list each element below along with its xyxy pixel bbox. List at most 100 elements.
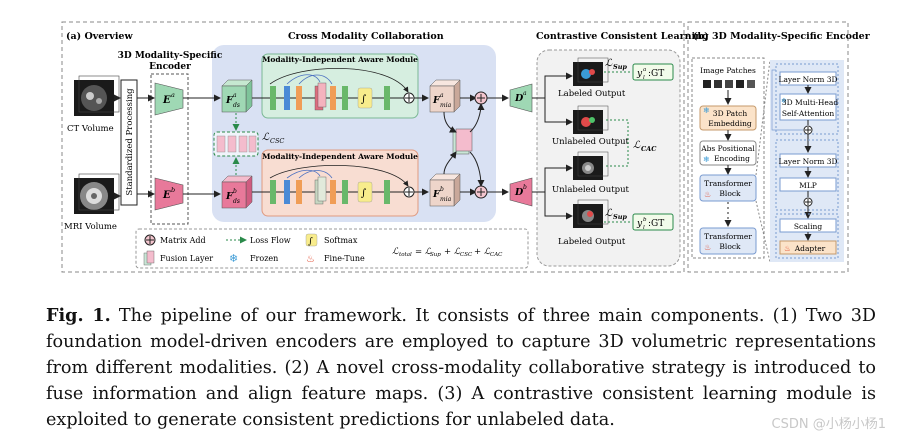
- gt-b-sup: b: [643, 217, 647, 223]
- fa-mia-label: F: [432, 95, 441, 106]
- transformer-1-line1: Transformer: [704, 179, 752, 188]
- snowflake-icon: ❄: [703, 155, 710, 164]
- layer-norm-2-label: Layer Norm 3D: [778, 157, 837, 166]
- l-sup-a-symbol: ℒ: [605, 58, 613, 69]
- l-csc-symbol: ℒ: [262, 132, 270, 143]
- mse-dashed-frame: [150, 73, 189, 225]
- caption-text: The pipeline of our framework. It consis…: [46, 306, 876, 430]
- unlabeled-output-a-image: [573, 105, 609, 134]
- gt-b-box: [632, 213, 674, 231]
- gt-a-sup: a: [643, 67, 646, 73]
- image-patches-label: Image Patches: [700, 66, 756, 75]
- total-loss-formula: ℒ: [392, 247, 399, 257]
- ccl-title: Contrastive Consistent Learning: [536, 31, 709, 42]
- legend-fusion-layer: Fusion Layer: [160, 254, 213, 263]
- total-loss-sub: total: [399, 252, 412, 258]
- unlabeled-output-b-label: Unlabeled Output: [552, 185, 630, 195]
- mri-label: MRI Volume: [64, 222, 117, 232]
- gt-b-sub: l: [643, 225, 645, 231]
- matrix-add-icon: [144, 234, 156, 246]
- total-loss-sup-sub: Sup: [430, 252, 441, 258]
- unlabeled-output-a-label: Unlabeled Output: [552, 137, 630, 147]
- matrix-add-icon: [403, 186, 415, 198]
- caption-label: Fig. 1.: [46, 305, 111, 326]
- l-cac-symbol: ℒ: [633, 140, 641, 151]
- gt-a-suffix: :GT: [648, 69, 664, 79]
- flame-icon: ♨: [704, 190, 711, 199]
- gt-b-y: y: [636, 219, 643, 229]
- fa-ds-sup: a: [233, 92, 237, 99]
- mse-title-2: Encoder: [149, 62, 191, 72]
- mhsa-box: [779, 93, 837, 121]
- patch-embedding-1: 3D Patch: [713, 109, 748, 118]
- fb-mia-sup: b: [440, 186, 444, 193]
- layer-norm-1-label: Layer Norm 3D: [778, 75, 837, 84]
- legend: [135, 228, 529, 269]
- standardized-processing-label: Standardized Processing: [125, 88, 135, 196]
- transformer-2-line2: Block: [719, 242, 741, 251]
- decoder-b: [509, 177, 533, 207]
- fb-mia-sub: mia: [440, 196, 452, 203]
- mia-title-bottom: Modality-Independent Aware Module: [262, 152, 418, 161]
- fa-mia-sup: a: [440, 92, 444, 99]
- svg-text:∫: ∫: [361, 188, 366, 199]
- legend-softmax: Softmax: [324, 236, 358, 245]
- abs-pos-1: Abs Positional: [700, 144, 755, 153]
- ccl-region: [536, 49, 681, 267]
- gt-b-suffix: :GT: [648, 219, 664, 229]
- fb-ds-sub: ds: [233, 198, 240, 205]
- adapter-box: [779, 240, 837, 255]
- encoder-panel-title: (b) 3D Modality-Specific Encoder: [693, 31, 871, 42]
- l-csc-sub: CSC: [270, 137, 284, 145]
- adapter-label: Adapter: [794, 244, 826, 253]
- fb-mia-label: F: [432, 189, 441, 200]
- matrix-add-icon: [403, 92, 415, 104]
- fb-ds-label: F: [225, 191, 234, 202]
- matrix-add-icon: [803, 125, 813, 135]
- decoder-b-label: D: [514, 187, 524, 198]
- labeled-output-b-image: [573, 199, 609, 228]
- transformer-block-2: [699, 227, 757, 255]
- legend-loss-flow: Loss Flow: [250, 236, 291, 245]
- feature-cube-fa-ds: [221, 79, 253, 113]
- labeled-output-b-label: Labeled Output: [558, 237, 626, 247]
- legend-frozen: Frozen: [250, 254, 278, 263]
- image-patches-row: [703, 80, 755, 88]
- standardized-processing-box: [120, 79, 138, 206]
- total-loss-plus2: + ℒ: [474, 247, 491, 257]
- unlabeled-output-b-image: [573, 151, 609, 180]
- decoder-a: [509, 83, 533, 113]
- abs-pos-2: Encoding: [714, 154, 750, 163]
- watermark: CSDN @小杨小杨1: [771, 417, 886, 432]
- encoder-b-label: E: [162, 190, 171, 201]
- scaling-label: Scaling: [794, 222, 822, 231]
- l-sup-a-sub: Sup: [613, 63, 627, 71]
- svg-text:∫: ∫: [308, 237, 313, 247]
- decoder-b-sup: b: [523, 184, 527, 191]
- fa-ds-sub: ds: [233, 102, 240, 109]
- gt-a-box: [632, 63, 674, 81]
- legend-matrix-add: Matrix Add: [160, 236, 206, 245]
- l-sup-b-symbol: ℒ: [605, 208, 613, 219]
- transformer-block-1: [699, 174, 757, 202]
- snowflake-icon: ❄: [781, 97, 787, 105]
- overview-title: (a) Overview: [66, 31, 133, 42]
- labeled-output-a-label: Labeled Output: [558, 89, 626, 99]
- legend-fine-tune: Fine-Tune: [324, 254, 365, 263]
- l-sup-b-sub: Sup: [613, 213, 627, 221]
- softmax-icon: ∫: [305, 233, 318, 247]
- mlp-label: MLP: [799, 181, 817, 190]
- mhsa-2-label: Self-Attention: [782, 109, 835, 118]
- transformer-2-line1: Transformer: [704, 232, 752, 241]
- total-loss-plus1: + ℒ: [444, 247, 461, 257]
- matrix-add-icon: [474, 185, 488, 199]
- total-loss-csc-sub: CSC: [460, 252, 473, 258]
- encoder-a-label: E: [162, 95, 171, 106]
- feature-cube-fa-mia: [429, 79, 461, 113]
- encoder-a: [154, 82, 184, 116]
- mse-title-1: 3D Modality-Specific: [118, 51, 223, 61]
- mia-title-top: Modality-Independent Aware Module: [262, 55, 418, 64]
- encoder-b-sup: b: [171, 186, 175, 194]
- feature-cube-fb-mia: [429, 173, 461, 207]
- ct-label: CT Volume: [67, 124, 114, 134]
